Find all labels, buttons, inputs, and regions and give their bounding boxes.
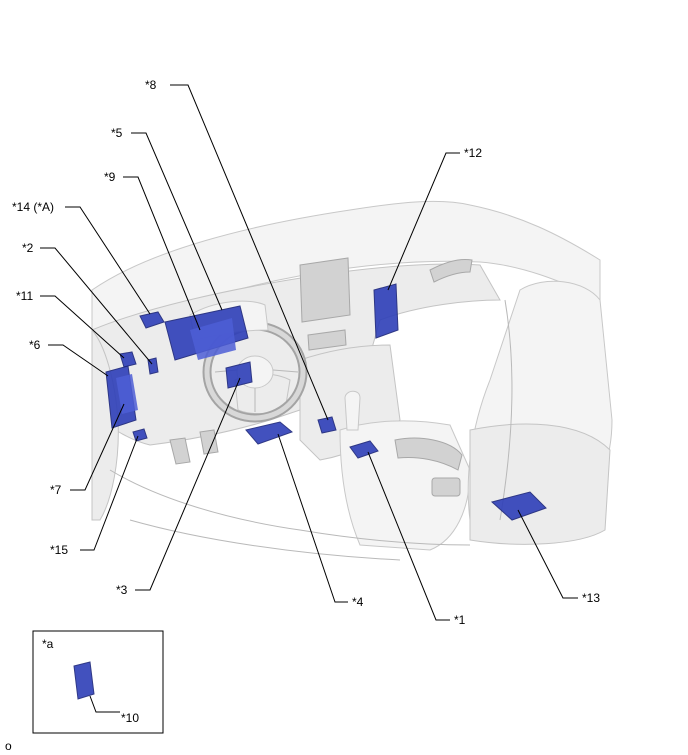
callout-14: *14 (*A) — [12, 200, 54, 214]
callout-labels: *8 *5 *9 *14 (*A) *2 *11 *6 *7 *15 *3 *4… — [12, 78, 600, 627]
callout-4: *4 — [352, 595, 364, 609]
callout-15: *15 — [50, 543, 68, 557]
component-9 — [190, 318, 236, 360]
callout-12: *12 — [464, 146, 482, 160]
inset-label: *a — [42, 637, 54, 651]
callout-2: *2 — [22, 241, 34, 255]
component-10 — [73, 661, 95, 700]
callout-10: *10 — [121, 711, 139, 725]
inset-box: *a *10 — [32, 630, 164, 734]
callout-1: *1 — [454, 613, 466, 627]
callout-7: *7 — [50, 483, 62, 497]
callout-11: *11 — [16, 289, 33, 303]
callout-6: *6 — [29, 338, 41, 352]
component-3 — [225, 361, 253, 389]
component-1 — [349, 440, 379, 459]
callout-5: *5 — [111, 126, 123, 140]
callout-9: *9 — [104, 170, 116, 184]
component-4 — [245, 421, 293, 445]
callout-3: *3 — [116, 583, 128, 597]
leader-lines — [40, 84, 578, 621]
component-13 — [490, 491, 547, 521]
callout-8: *8 — [145, 78, 157, 92]
component-11 — [119, 351, 137, 368]
callout-13: *13 — [582, 591, 600, 605]
component-7 — [116, 374, 138, 414]
component-15 — [132, 428, 148, 442]
corner-mark: o — [5, 739, 12, 753]
components — [105, 283, 547, 521]
component-12 — [373, 283, 399, 339]
component-14 — [139, 311, 165, 329]
